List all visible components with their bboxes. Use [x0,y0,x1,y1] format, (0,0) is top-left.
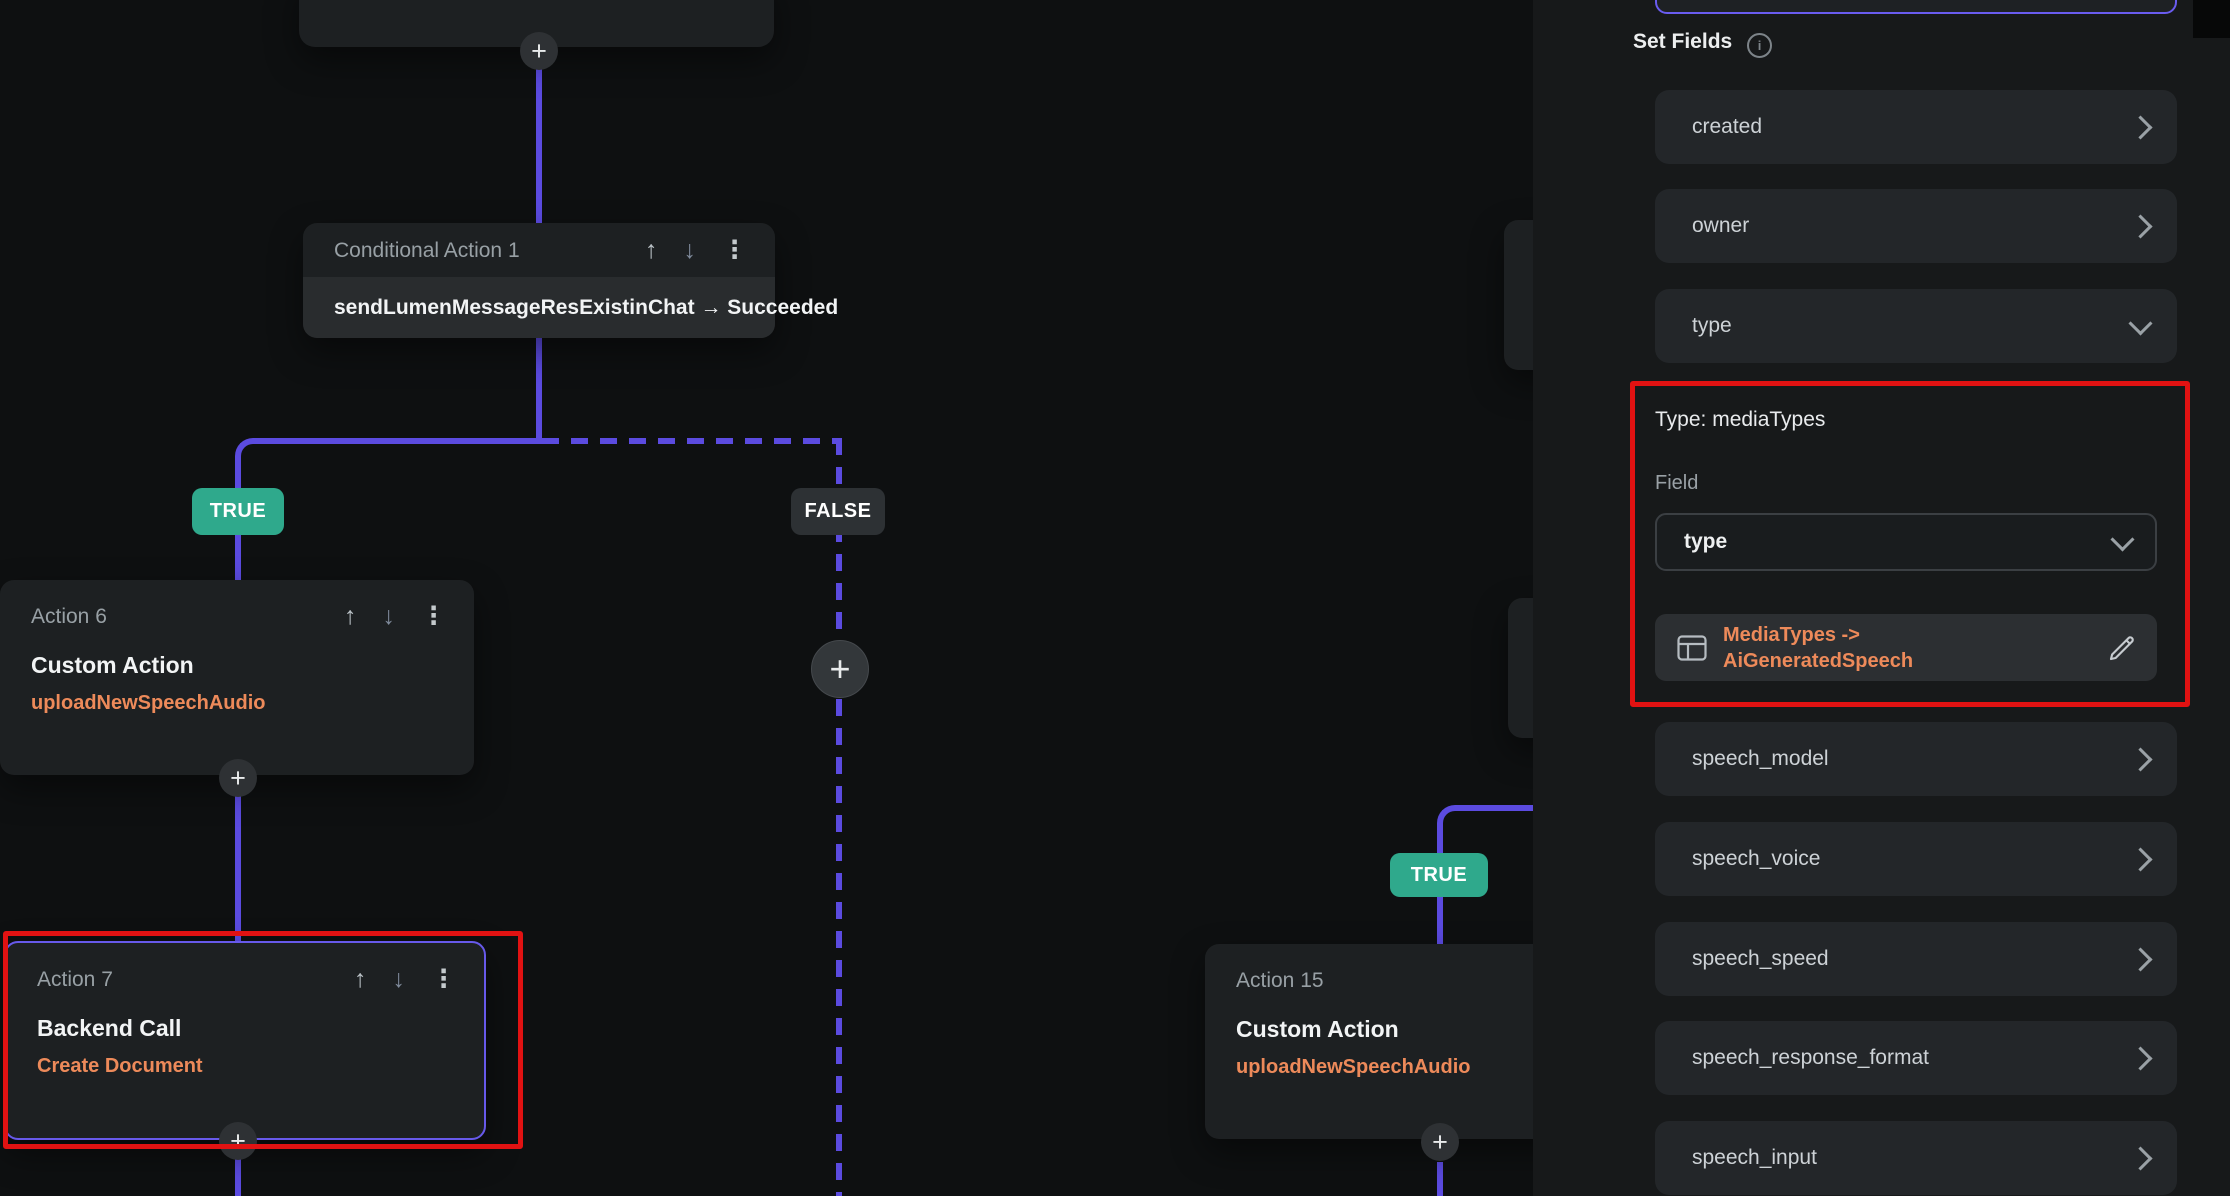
field-row-label: type [1692,314,1732,337]
move-down-icon[interactable]: ↓ [392,965,406,993]
field-row-speech-voice[interactable]: speech_voice [1655,822,2177,896]
field-row-speech-speed[interactable]: speech_speed [1655,922,2177,996]
chevron-right-icon [2128,1145,2153,1171]
connector-line [536,40,542,223]
node-subtitle: Create Document [37,1055,203,1077]
field-row-label: speech_voice [1692,847,1821,870]
node-title: Custom Action [31,652,194,678]
dropdown-value: type [1684,530,1728,553]
add-node-button[interactable]: + [1421,1123,1459,1161]
field-row-label: created [1692,115,1763,138]
chevron-right-icon [2128,1045,2153,1071]
info-icon[interactable]: i [1747,33,1772,58]
type-field-dropdown[interactable]: type [1655,513,2157,571]
add-node-button[interactable]: + [219,1122,257,1160]
field-row-label: owner [1692,214,1750,237]
chevron-right-icon [2128,846,2153,872]
node-subtitle: uploadNewSpeechAudio [31,692,266,714]
node-subtitle: uploadNewSpeechAudio [1236,1056,1471,1078]
node-action-6[interactable]: Action 6 ↑ ↓ ⋮ Custom Action uploadNewSp… [0,580,474,775]
branch-false-badge: FALSE [791,488,885,535]
chevron-right-icon [2128,946,2153,972]
field-table-icon [1677,634,1707,661]
connector-line [536,338,542,444]
move-up-icon[interactable]: ↑ [344,602,357,630]
field-row-label: speech_speed [1692,947,1829,970]
connector-line [235,772,241,944]
field-row-speech-response-format[interactable]: speech_response_format [1655,1021,2177,1095]
field-row-owner[interactable]: owner [1655,189,2177,263]
chevron-down-icon [2110,526,2135,552]
add-node-button[interactable]: + [219,759,257,797]
connector-line [1437,1162,1443,1196]
move-up-icon[interactable]: ↑ [354,965,367,993]
media-type-value-line1: MediaTypes -> [1723,623,1860,646]
node-partial-right-1[interactable] [1504,220,1533,370]
connector-line [235,1155,241,1196]
move-down-icon[interactable]: ↓ [683,236,697,264]
connector-elbow [1437,805,1533,861]
add-node-button-large[interactable]: + [811,640,869,698]
move-up-icon[interactable]: ↑ [645,236,658,264]
node-action-7[interactable]: Action 7 ↑ ↓ ⋮ Backend Call Create Docum… [4,941,486,1140]
edit-pencil-icon[interactable] [2107,633,2137,663]
condition-expression: sendLumenMessageResExistinChat → Succeed… [303,277,838,338]
connector-elbow [235,438,548,497]
field-row-speech-input[interactable]: speech_input [1655,1121,2177,1195]
node-header-label: Action 7 [37,967,113,991]
node-header-label: Action 15 [1236,968,1324,992]
node-partial-right-2[interactable] [1508,598,1533,738]
kebab-menu-icon[interactable]: ⋮ [431,965,456,993]
kebab-menu-icon[interactable]: ⋮ [421,602,446,630]
field-row-label: speech_input [1692,1146,1817,1169]
node-header-label: Conditional Action 1 [334,238,520,262]
connector-dashed [836,438,842,1196]
node-title: Backend Call [37,1015,182,1041]
branch-true-badge-right: TRUE [1390,853,1488,897]
panel-title: Set Fields [1633,30,1733,53]
node-header-label: Action 6 [31,604,107,628]
workflow-canvas[interactable]: Conditional Action 1 ↑ ↓ ⋮ sendLumenMess… [0,0,1533,1196]
connector-line [1437,895,1443,947]
node-conditional-action-1[interactable]: Conditional Action 1 ↑ ↓ ⋮ sendLumenMess… [303,223,838,338]
chevron-right-icon [2128,746,2153,772]
chevron-down-icon [2128,310,2153,336]
connector-dashed [542,438,842,444]
connector-line [235,533,241,583]
panel-corner [2193,0,2230,38]
media-type-value-line2: AiGeneratedSpeech [1723,649,1914,672]
node-action-15[interactable]: Action 15 ↑ ↓ ⋮ Custom Action uploadNewS… [1205,944,1533,1139]
media-type-value-row[interactable]: MediaTypes -> AiGeneratedSpeech [1655,614,2157,681]
field-input-partial[interactable] [1655,0,2177,14]
add-node-button[interactable]: + [520,32,558,70]
field-row-label: speech_model [1692,747,1829,770]
settings-panel: Set Fields i created owner type Type: me… [1533,0,2230,1196]
kebab-menu-icon[interactable]: ⋮ [722,236,747,264]
field-row-speech-model[interactable]: speech_model [1655,722,2177,796]
field-row-type[interactable]: type [1655,289,2177,363]
chevron-right-icon [2128,114,2153,140]
field-label: Field [1655,472,1699,494]
node-title: Custom Action [1236,1016,1399,1042]
move-down-icon[interactable]: ↓ [382,602,396,630]
field-row-created[interactable]: created [1655,90,2177,164]
field-row-label: speech_response_format [1692,1046,1929,1069]
type-section-title: Type: mediaTypes [1655,408,1826,431]
chevron-right-icon [2128,213,2153,239]
branch-true-badge: TRUE [192,488,284,535]
